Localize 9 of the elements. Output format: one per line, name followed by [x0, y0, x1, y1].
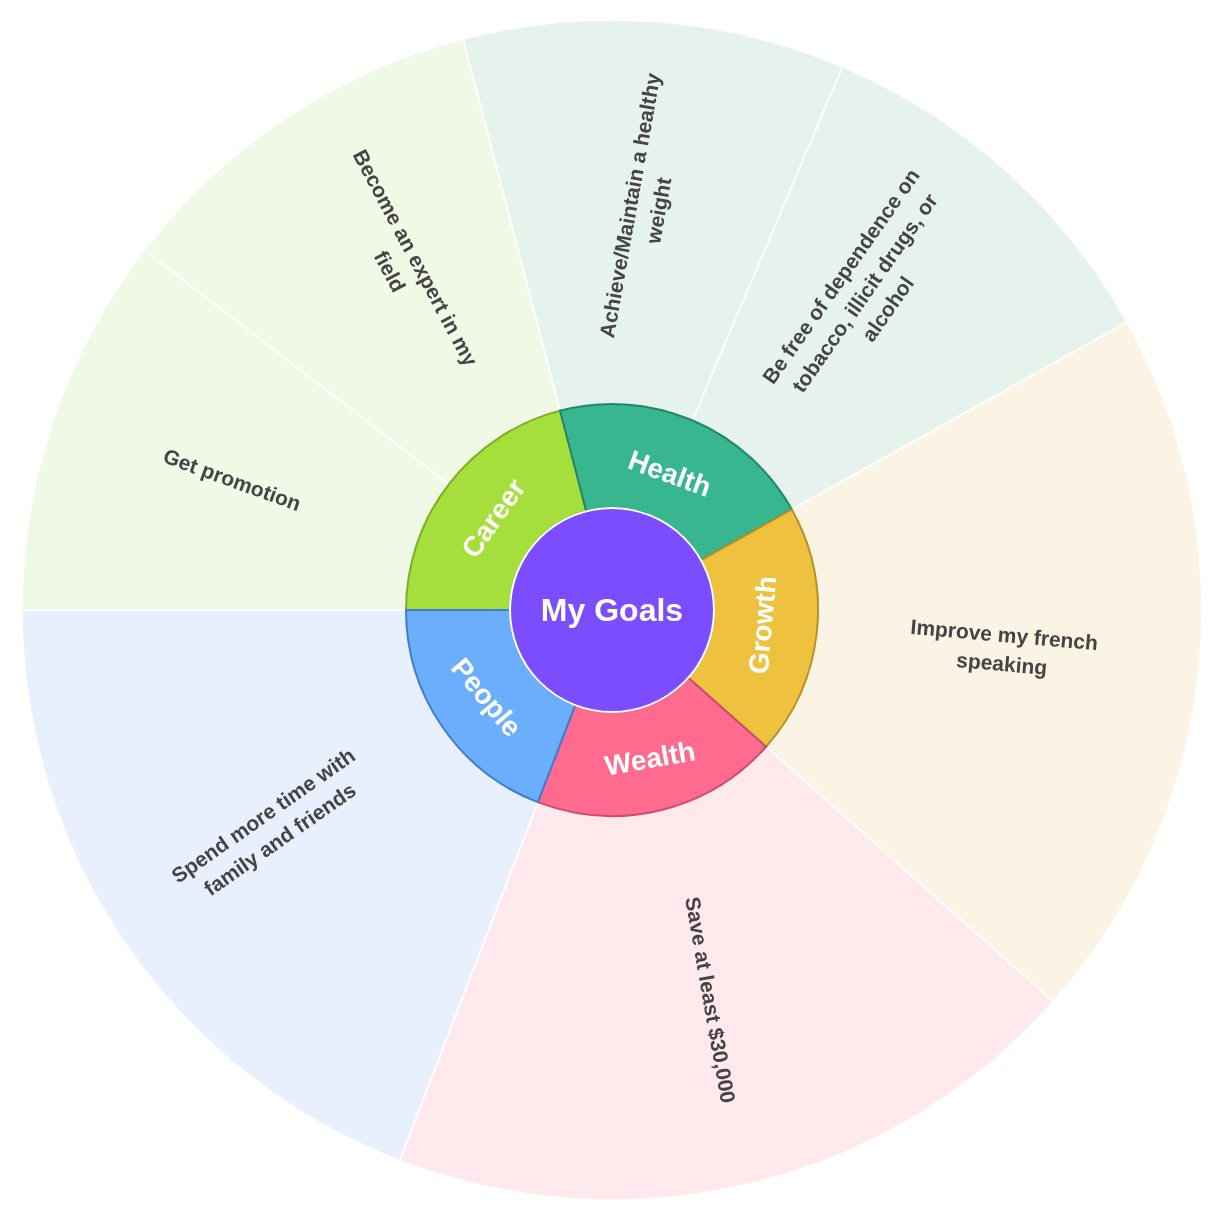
category-segment — [559, 403, 793, 562]
category-label: Health — [623, 442, 717, 505]
goal-text: Improve my french speaking — [908, 614, 1100, 681]
category-label: Wealth — [602, 733, 698, 784]
category-label: Growth — [741, 574, 783, 676]
category-segment — [536, 676, 768, 817]
goal-text: Save at least $30,000 — [680, 894, 742, 1106]
goal-segment — [21, 609, 539, 1162]
center-title: My Goals — [540, 591, 684, 630]
